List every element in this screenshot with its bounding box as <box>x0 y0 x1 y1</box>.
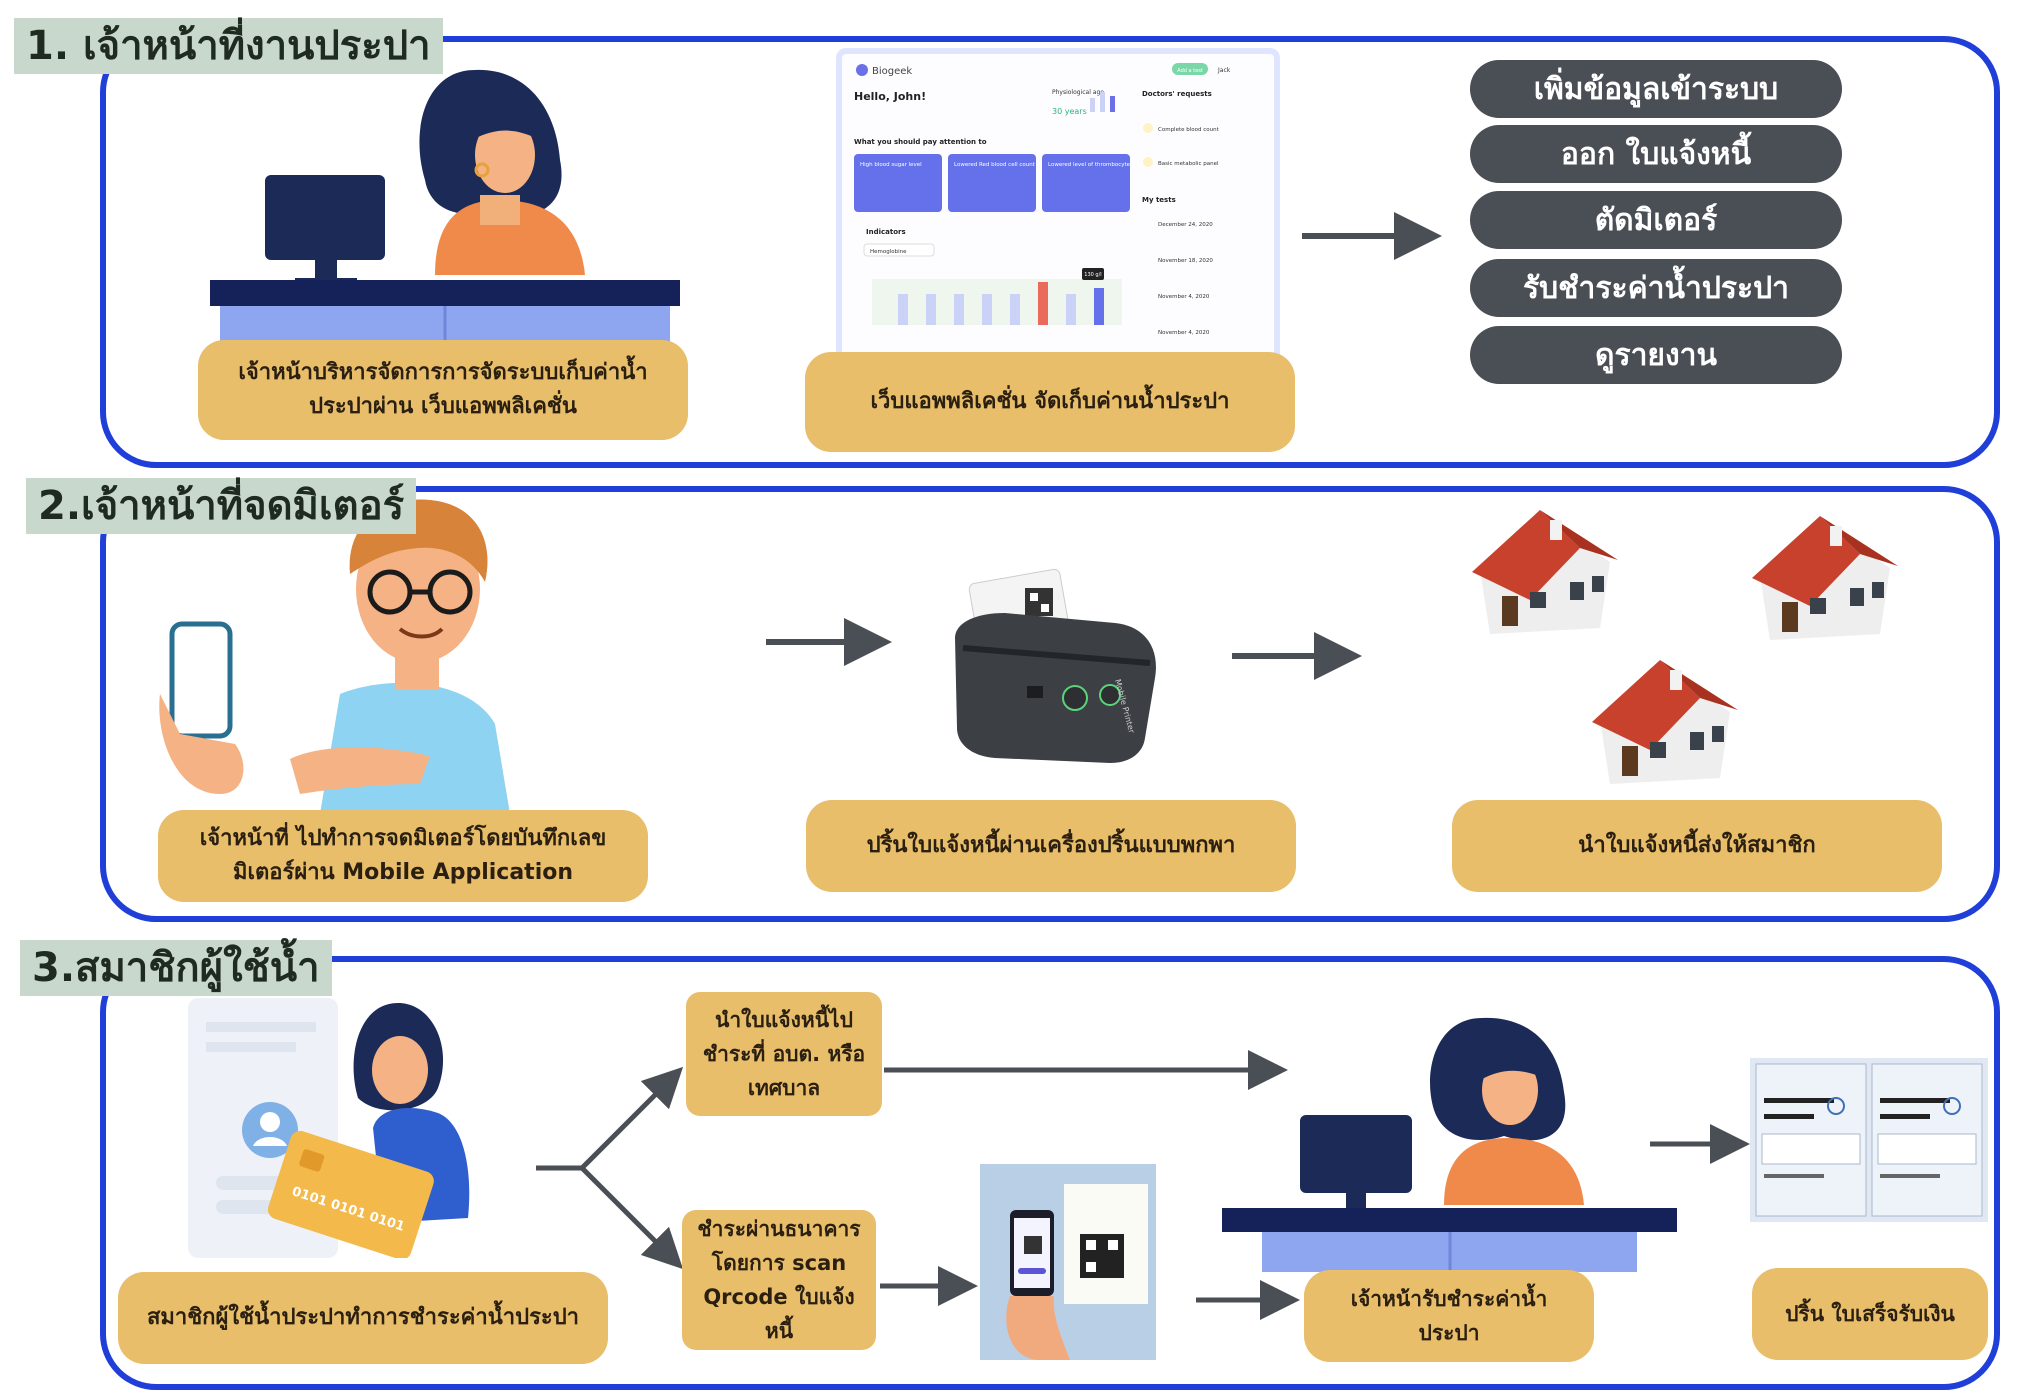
section-1-title: 1. เจ้าหน้าที่งานประปา <box>14 18 443 74</box>
receipt-caption: ปริ้น ใบเสร็จรับเงิน <box>1752 1268 1988 1360</box>
dash-physio-value: 30 years <box>1052 107 1087 116</box>
section-3-title: 3.สมาชิกผู้ใช้น้ำ <box>20 940 332 996</box>
dash-attention-title: What you should pay attention to <box>854 138 987 146</box>
section-2-title: 2.เจ้าหน้าที่จดมิเตอร์ <box>26 478 417 534</box>
menu-receive-payment[interactable]: รับชำระค่าน้ำประปา <box>1470 259 1842 317</box>
dash-card-1: High blood sugar level <box>860 162 922 168</box>
dash-user: Jack <box>1217 67 1231 74</box>
meter-reader-caption: เจ้าหน้าที่ ไปทำการจดมิเตอร์โดยบันทึกเลข… <box>158 810 648 902</box>
house-icon <box>1472 510 1618 634</box>
dash-physio-label: Physiological age <box>1052 89 1104 96</box>
deliver-caption: นำใบแจ้งหนี้ส่งให้สมาชิก <box>1452 800 1942 892</box>
house-icon <box>1752 516 1898 640</box>
menu-view-report[interactable]: ดูรายงาน <box>1470 326 1842 384</box>
dash-indicator-select: Hemoglobine <box>870 249 907 255</box>
qr-scan-illustration <box>980 1164 1156 1360</box>
dash-brand: Biogeek <box>872 66 912 77</box>
dash-test-2: November 18, 2020 <box>1158 258 1213 264</box>
portable-printer-illustration: Mobile Printer <box>955 568 1156 763</box>
dash-indicators-title: Indicators <box>866 228 906 236</box>
dash-card-3: Lowered level of thrombocytes <box>1048 162 1133 168</box>
webapp-dashboard-screenshot: Biogeek Add a test Jack Hello, John! Phy… <box>836 48 1280 364</box>
dash-card-2: Lowered Red blood cell count <box>954 162 1036 168</box>
printer-caption: ปริ้นใบแจ้งหนี้ผ่านเครื่องปริ้นแบบพกพา <box>806 800 1296 892</box>
dash-greeting: Hello, John! <box>854 90 926 103</box>
dash-requests-title: Doctors' requests <box>1142 90 1212 98</box>
receipt-image <box>1750 1058 1988 1222</box>
webapp-caption: เว็บแอพพลิเคชั่น จัดเก็บค่านน้ำประปา <box>805 352 1295 452</box>
dash-test-3: November 4, 2020 <box>1158 294 1210 300</box>
dash-tests-title: My tests <box>1142 196 1176 204</box>
office-payment-caption: นำใบแจ้งหนี้ไปชำระที่ อบต. หรือ เทศบาล <box>686 992 882 1116</box>
staff-caption: เจ้าหน้าบริหารจัดการการจัดระบบเก็บค่าน้ำ… <box>198 340 688 440</box>
dash-request-2: Basic metabolic panel <box>1158 161 1219 167</box>
house-icon <box>1592 660 1738 784</box>
dash-request-1: Complete blood count <box>1158 127 1220 133</box>
menu-cut-meter[interactable]: ตัดมิเตอร์ <box>1470 191 1842 249</box>
staff-desk-illustration <box>210 69 680 346</box>
member-caption: สมาชิกผู้ใช้น้ำประปาทำการชำระค่าน้ำประปา <box>118 1272 608 1364</box>
cashier-caption: เจ้าหน้ารับชำระค่าน้ำประปา <box>1304 1270 1594 1362</box>
dash-test-1: December 24, 2020 <box>1158 222 1213 228</box>
meter-reader-illustration <box>159 499 510 814</box>
menu-add-data[interactable]: เพิ่มข้อมูลเข้าระบบ <box>1470 60 1842 118</box>
cashier-desk-illustration <box>1222 1017 1677 1272</box>
menu-issue-invoice[interactable]: ออก ใบแจ้งหนี้ <box>1470 125 1842 183</box>
bank-payment-caption: ชำระผ่านธนาคาร โดยการ scan Qrcode ใบแจ้ง… <box>682 1210 876 1350</box>
dash-add-test: Add a test <box>1177 68 1203 74</box>
dash-test-4: November 4, 2020 <box>1158 330 1210 336</box>
member-card-illustration: 0101 0101 0101 <box>188 998 470 1258</box>
dash-tooltip: 130 g/l <box>1084 272 1101 278</box>
